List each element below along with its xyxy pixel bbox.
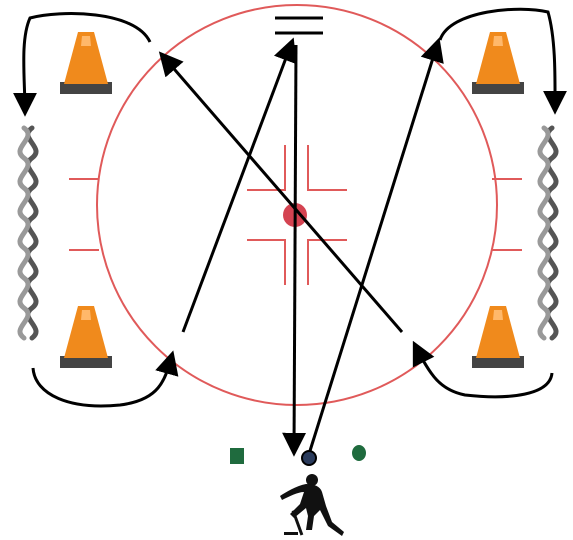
traffic-cone-icon	[60, 32, 112, 94]
traffic-cone-icon	[472, 32, 524, 94]
net	[275, 18, 323, 33]
traffic-cone-icon	[60, 306, 112, 368]
weave-pattern-icon-left	[20, 128, 36, 338]
skating-lanes	[162, 42, 438, 454]
puck-marker-circle	[352, 445, 366, 461]
puck-marker-square	[230, 448, 244, 464]
weave-pattern-icon-right	[540, 128, 556, 338]
player-start-marker	[302, 451, 316, 465]
traffic-cone-icon	[472, 306, 524, 368]
hockey-player-icon	[280, 474, 344, 536]
